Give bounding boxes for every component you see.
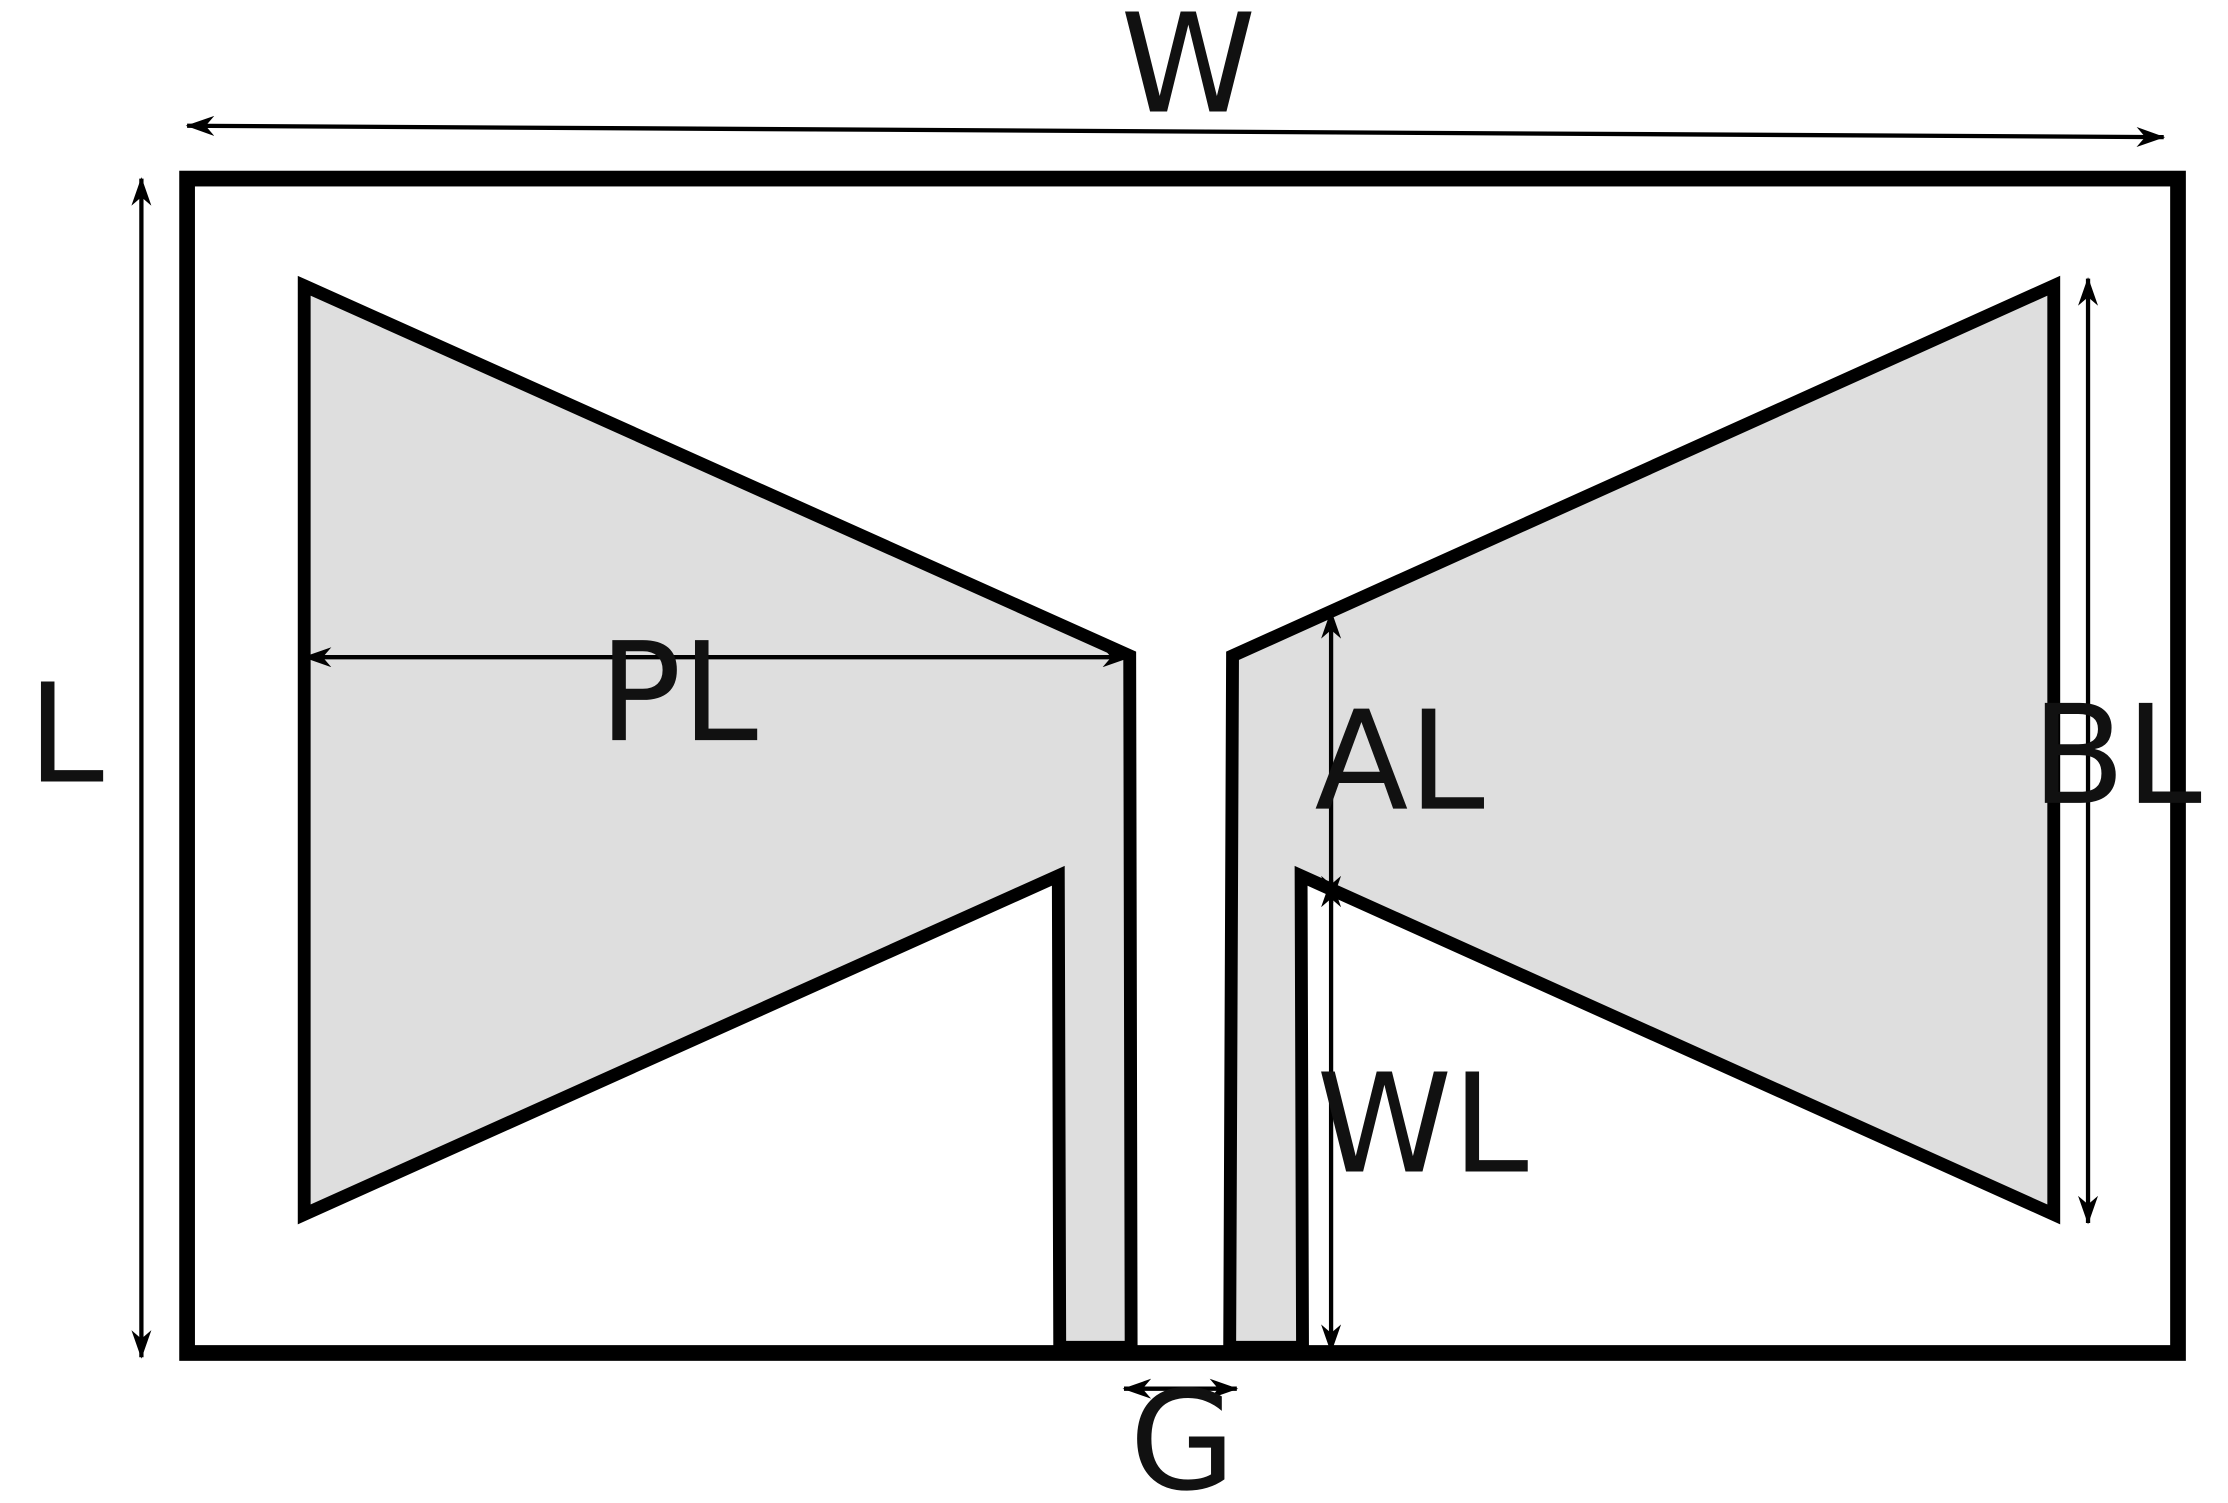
length-label: L: [28, 655, 104, 814]
gap-label: G: [1129, 1363, 1235, 1503]
base-length-label: BL: [2031, 677, 2201, 836]
right-patch: [1223, 275, 2061, 1354]
width-dimension-arrow: [185, 115, 2166, 147]
wire-length-label: WL: [1317, 1046, 1529, 1205]
arm-length-label: AL: [1315, 683, 1485, 842]
patch-length-label: PL: [599, 614, 758, 773]
width-label: W: [1120, 0, 1256, 144]
